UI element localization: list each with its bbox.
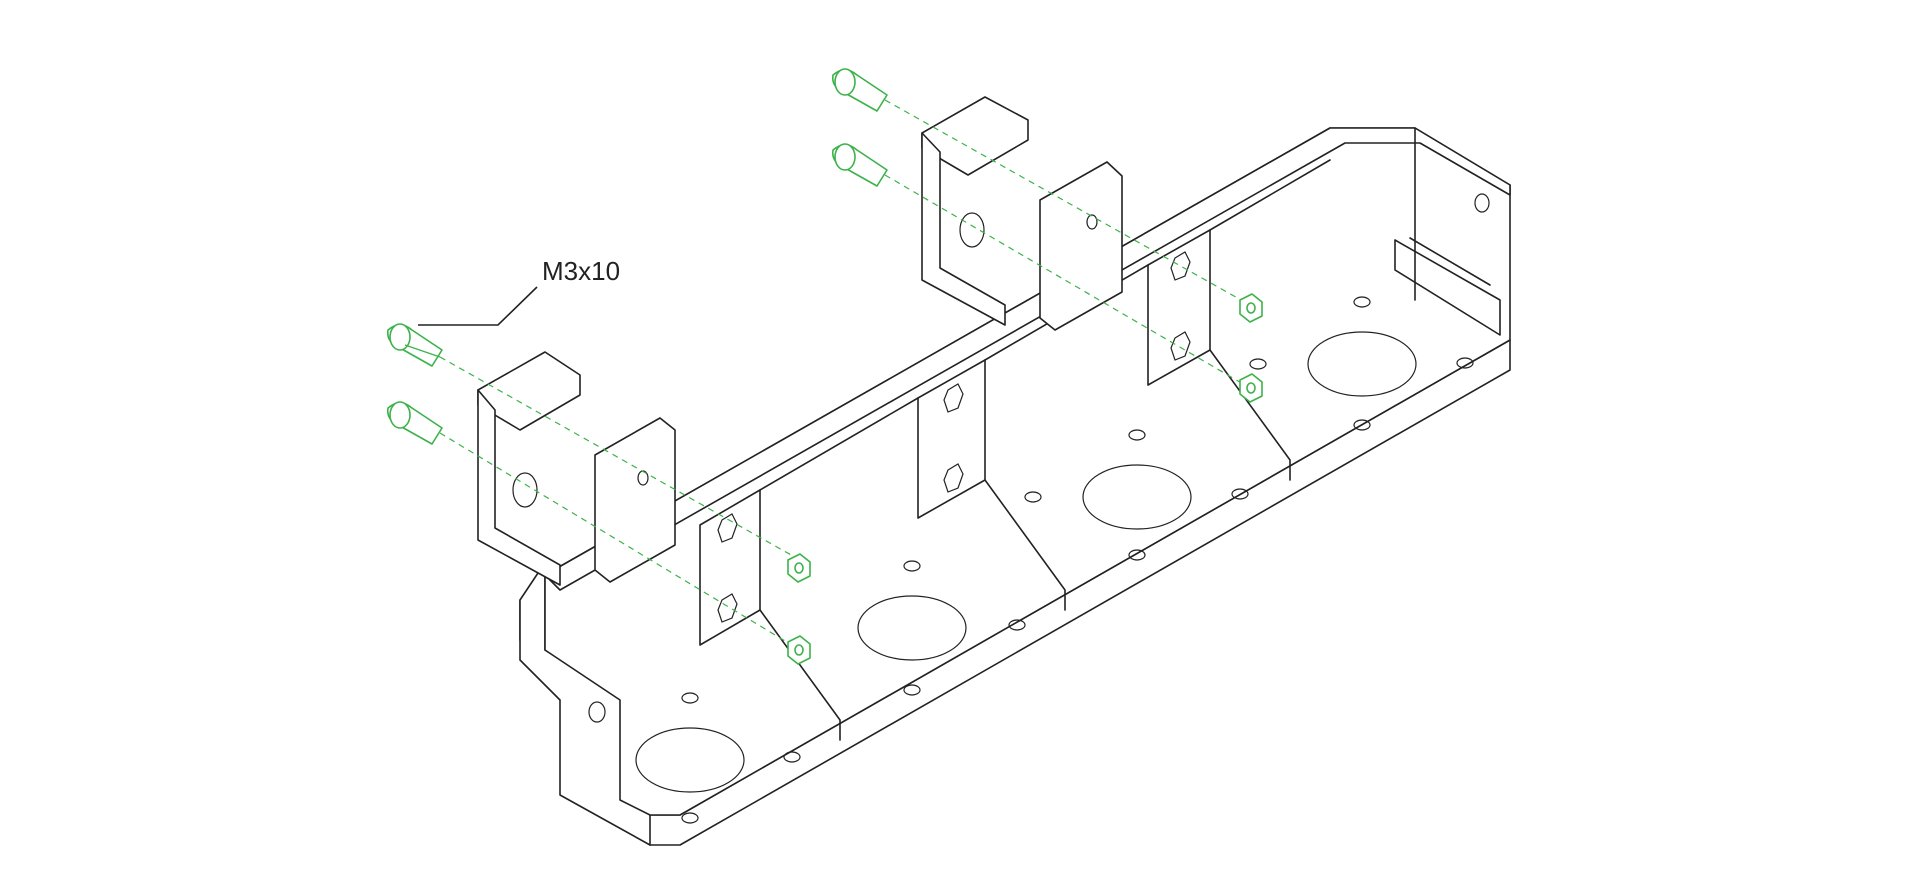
right-end-ledge-edge [1409, 237, 1491, 286]
right-end-ledge [1394, 239, 1501, 336]
callout-label: M3x10 [542, 256, 620, 286]
nut-1 [787, 553, 811, 583]
divider-1 [699, 489, 841, 741]
callout-leader [418, 286, 538, 326]
divider-3 [1147, 229, 1291, 481]
screw-3 [831, 68, 888, 112]
left-bracket [477, 351, 676, 586]
nut-2 [787, 635, 811, 665]
divider-pockets [717, 251, 1191, 623]
screw-1 [386, 323, 443, 367]
screw-4 [831, 143, 888, 187]
bay-2 [857, 560, 1026, 696]
back-wall [544, 127, 1511, 591]
screw-callout: M3x10 [418, 256, 620, 326]
nut-4 [1239, 373, 1263, 403]
right-end-hole [1474, 193, 1490, 213]
nut-3 [1239, 293, 1263, 323]
bay-4 [1249, 296, 1474, 431]
wall-seg-1 [759, 397, 919, 491]
assembly-axes [439, 99, 1251, 651]
wall-seg-3 [1209, 159, 1331, 231]
left-end-hole [588, 701, 606, 723]
bay-1 [635, 692, 801, 824]
base-frame [519, 127, 1511, 846]
screw-2 [386, 401, 443, 445]
divider-2 [917, 359, 1066, 611]
base-floor [544, 127, 1511, 816]
right-bracket [921, 96, 1123, 331]
bay-3 [1024, 429, 1249, 561]
